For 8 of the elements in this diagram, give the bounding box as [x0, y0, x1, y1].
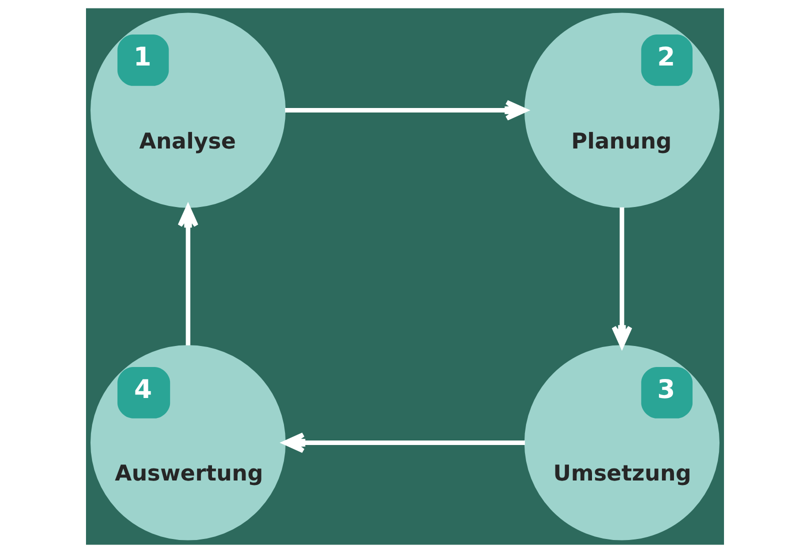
- node-circle: 3 Umsetzung: [524, 345, 720, 540]
- node-circle: 1 Analyse: [90, 12, 286, 208]
- arrow: [178, 205, 198, 346]
- arrow: [612, 207, 632, 348]
- arrow: [285, 100, 528, 121]
- node-circle: 4 Auswertung: [90, 345, 286, 540]
- arrow: [282, 432, 525, 454]
- node-circle: 2 Planung: [524, 12, 720, 208]
